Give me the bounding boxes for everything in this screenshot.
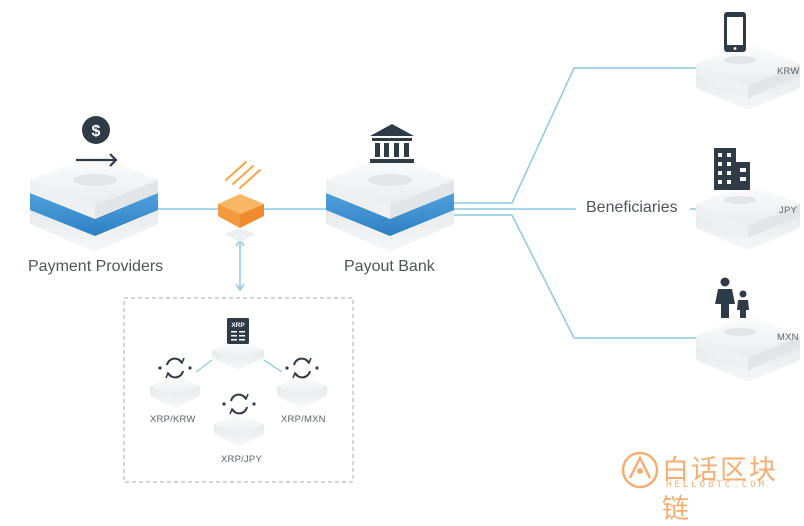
exchange-icon: [222, 393, 256, 415]
watermark: 白话区块链 HELLOBTC.COM: [614, 444, 804, 525]
connection-lines: [158, 67, 697, 339]
dollar-icon: $: [82, 116, 110, 144]
payment-providers-block: [30, 154, 158, 252]
krw-block: [696, 42, 800, 110]
jpy-block: [696, 182, 800, 250]
xrp-doc-label: XRP: [231, 322, 245, 329]
exchange-icon: [285, 357, 319, 379]
payout-bank-label: Payout Bank: [344, 258, 435, 275]
exchange-icon: [158, 357, 192, 379]
liquidity-lines: [195, 359, 283, 373]
beneficiaries-label: Beneficiaries: [586, 199, 678, 216]
xrp-jpy-block: [214, 413, 264, 446]
building-icon: [714, 148, 750, 190]
mxn-label: MXN: [777, 332, 799, 343]
line-bank-to-krw: [454, 67, 696, 204]
watermark-english-text: HELLOBTC.COM: [666, 480, 768, 490]
xrp-center-block: [212, 339, 264, 370]
watermark-logo-icon: [621, 451, 659, 489]
payout-bank-block: [326, 154, 454, 252]
xrp-hub-cube: [218, 194, 264, 242]
family-icon: [715, 277, 749, 318]
document-icon: XRP: [227, 318, 249, 344]
xrp-jpy-label: XRP/JPY: [221, 454, 262, 465]
svg-text:$: $: [92, 123, 101, 140]
xrp-krw-label: XRP/KRW: [150, 414, 196, 425]
xrp-mxn-block: [277, 375, 327, 408]
bank-icon: [370, 124, 414, 163]
mxn-block: [696, 314, 800, 382]
arrow-down-head: [235, 283, 245, 292]
payment-providers-label: Payment Providers: [28, 258, 164, 275]
liquidity-box: [123, 297, 354, 483]
krw-label: KRW: [777, 66, 800, 77]
line-bank-to-mxn: [454, 214, 696, 339]
payment-flow-diagram: $: [30, 12, 800, 489]
xrp-mxn-label: XRP/MXN: [281, 414, 326, 425]
jpy-label: JPY: [779, 205, 798, 216]
arrow-right-icon: [76, 153, 118, 167]
phone-icon: [724, 12, 746, 52]
xrp-krw-block: [150, 375, 200, 408]
speed-lines-icon: [225, 161, 261, 189]
